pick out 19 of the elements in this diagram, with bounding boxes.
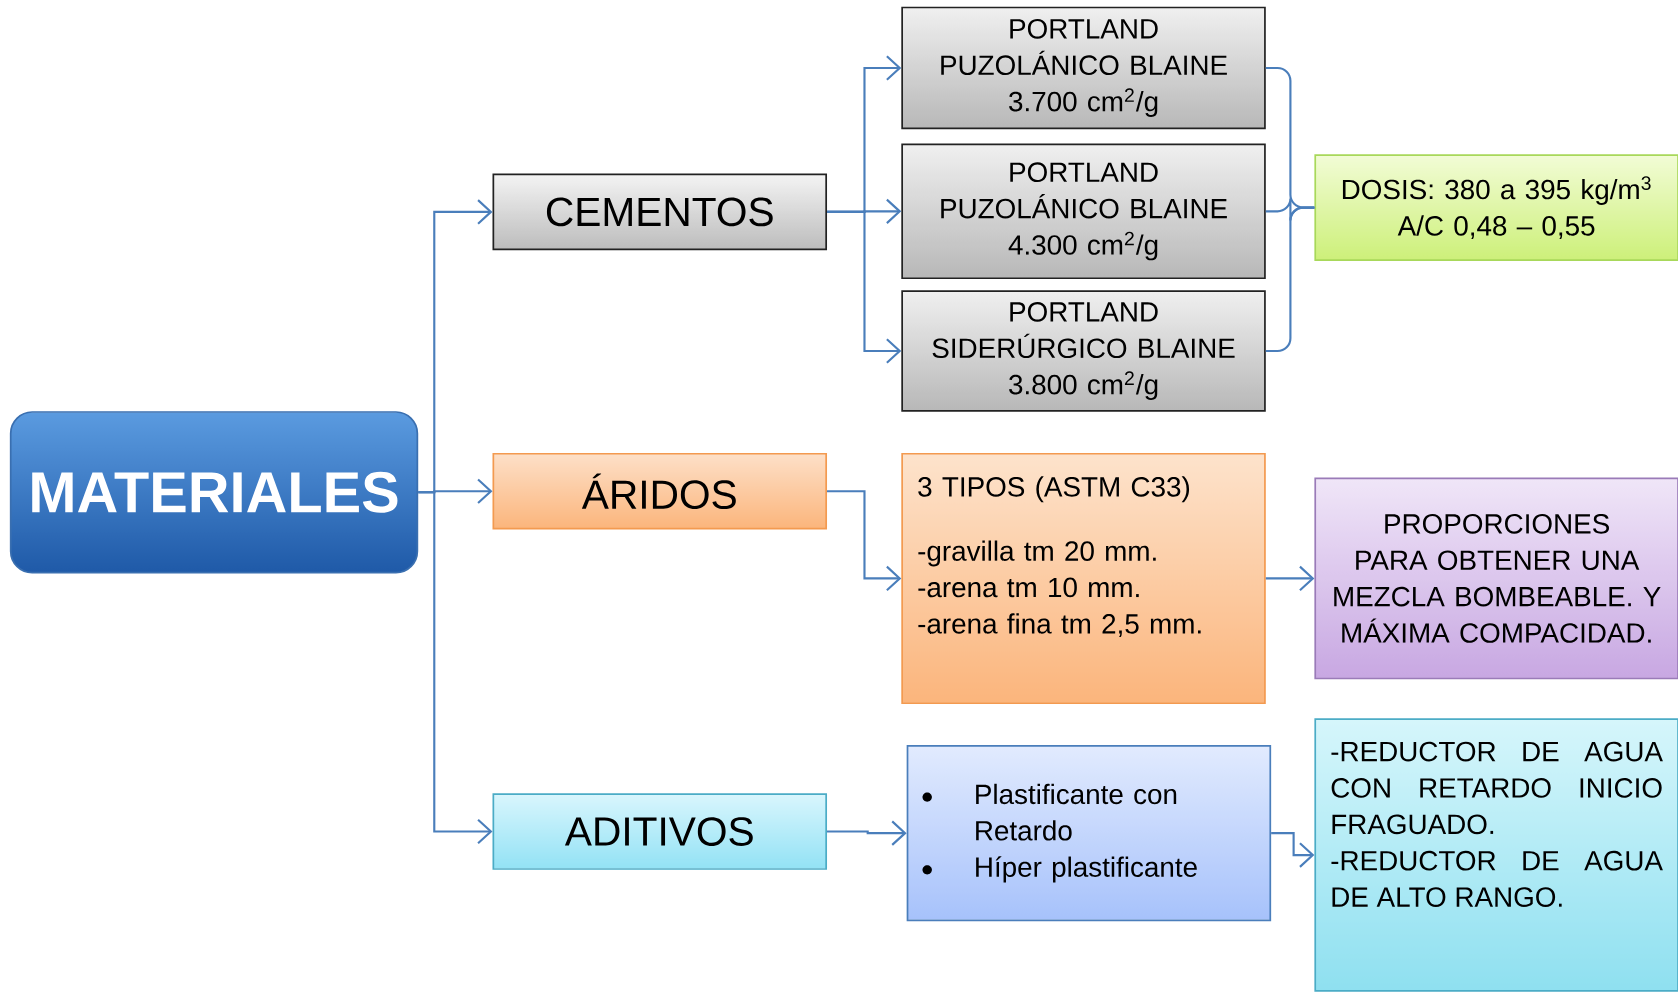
additive-box: Plastificante con Retardo Híper plastificante <box>906 745 1272 922</box>
category-box: CEMENTOS <box>492 173 828 251</box>
arrow <box>418 491 493 845</box>
arrow <box>1265 565 1315 591</box>
aggregate-box: 3 TIPOS (ASTM C33) -gravilla tm 20 mm. -arena tm 10 mm. -arena fina tm 2,5 mm. <box>901 452 1266 704</box>
category-box: ÁRIDOS <box>492 452 828 530</box>
cement-box: PORTLAND PUZOLÁNICO BLAINE 4.300 cm$^{2}$/g <box>901 143 1266 280</box>
arrow <box>827 820 907 846</box>
note-box: -REDUCTOR DE AGUA CON RETARDO INICIO FRAGUADO. -REDUCTOR DE AGUA DE ALTO RANGO. <box>1314 718 1678 992</box>
cement-box: PORTLAND SIDERÚRGICO BLAINE 3.800 cm$^{2}$/g <box>901 290 1266 412</box>
arrow <box>827 210 902 364</box>
cement-box: PORTLAND PUZOLÁNICO BLAINE 3.700 cm$^{2}$/g <box>901 6 1266 130</box>
main-box: MATERIALES <box>9 411 419 574</box>
category-box: ADITIVOS <box>492 793 828 870</box>
dosage-box: DOSIS: 380 a 395 kg/m$^{3}$ A/C 0,48 – 0,55 <box>1314 154 1678 261</box>
note-box: PROPORCIONES PARA OBTENER UNA MEZCLA BOMBEABLE. Y MÁXIMA COMPACIDAD. <box>1314 477 1678 680</box>
bracket-line <box>1265 206 1315 353</box>
arrow <box>827 490 902 591</box>
arrow <box>1271 832 1315 868</box>
